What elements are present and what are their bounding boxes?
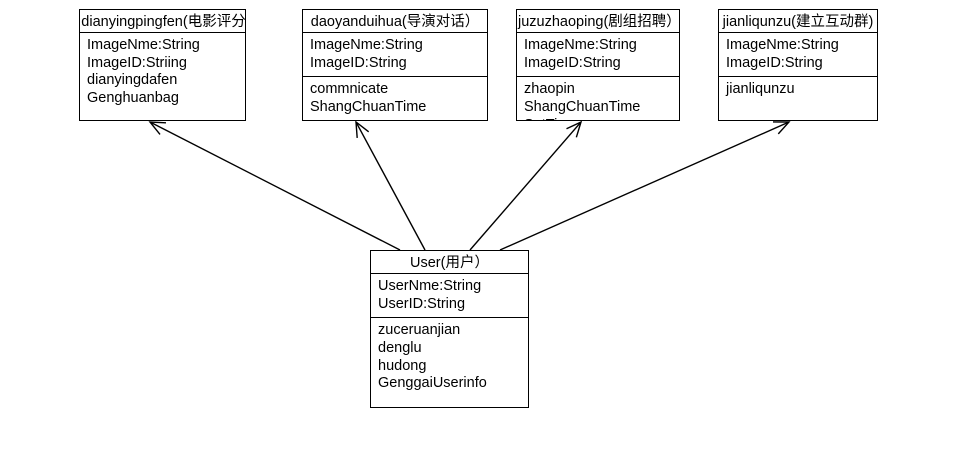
uml-method: jianliqunzu [726,81,795,98]
relationship-arrowhead [148,121,167,135]
relationship-user-to-daoyanduihua [355,120,426,251]
uml-attribute: ImageID:String [726,54,823,71]
uml-attribute: ImageNme:String [524,37,637,53]
relationship-user-to-jianliqunzu [499,121,791,251]
uml-method: zhaopin [524,81,575,98]
uml-methods-jianliqunzu: jianliqunzu [719,77,877,103]
uml-class-title-user: User(用户） [371,251,528,274]
uml-method: hudong [378,357,427,374]
uml-attribute: ImageNme:String [87,37,200,53]
relationship-line [355,121,426,251]
uml-attribute: ImageNme:String [310,37,423,53]
uml-method: commnicate [310,81,389,98]
uml-method: ShangChuanTime [310,99,427,116]
uml-attribute: UserNme:String [378,278,482,294]
uml-class-title-dianyingpingfen: dianyingpingfen(电影评分 [80,10,245,33]
uml-attribute: UserID:String [378,295,466,312]
uml-method: denglu [378,340,422,357]
uml-attribute: dianyingdafen [87,72,178,89]
uml-method: SetTime [524,117,673,120]
uml-attribute: Genghuanbag [87,90,179,107]
uml-attribute: ImageNme:String [726,37,839,53]
relationship-arrowhead [566,120,583,138]
uml-method: zuceruanjian [378,322,461,339]
uml-attribute: ImageID:String [524,54,621,71]
relationship-line [149,121,401,251]
uml-class-title-juzuzhaoping: juzuzhaoping(剧组招聘） [517,10,679,33]
uml-attribute: ImageID:String [310,54,407,71]
relationship-user-to-juzuzhaoping [469,120,583,251]
relationship-line [469,121,582,251]
relationship-arrowhead [355,120,370,139]
uml-class-title-daoyanduihua: daoyanduihua(导演对话） [303,10,487,33]
uml-class-title-jianliqunzu: jianliqunzu(建立互动群) [719,10,877,33]
uml-attribute: ImageID:Striing [87,54,187,71]
relationship-user-to-dianyingpingfen [148,121,401,251]
uml-method: GenggaiUserinfo [378,375,487,392]
relationship-arrowhead [772,121,791,135]
uml-methods-juzuzhaoping: zhaopinShangChuanTimeSetTime [517,77,679,120]
relationship-line [499,121,790,251]
uml-method: ShangChuanTime [524,99,641,116]
